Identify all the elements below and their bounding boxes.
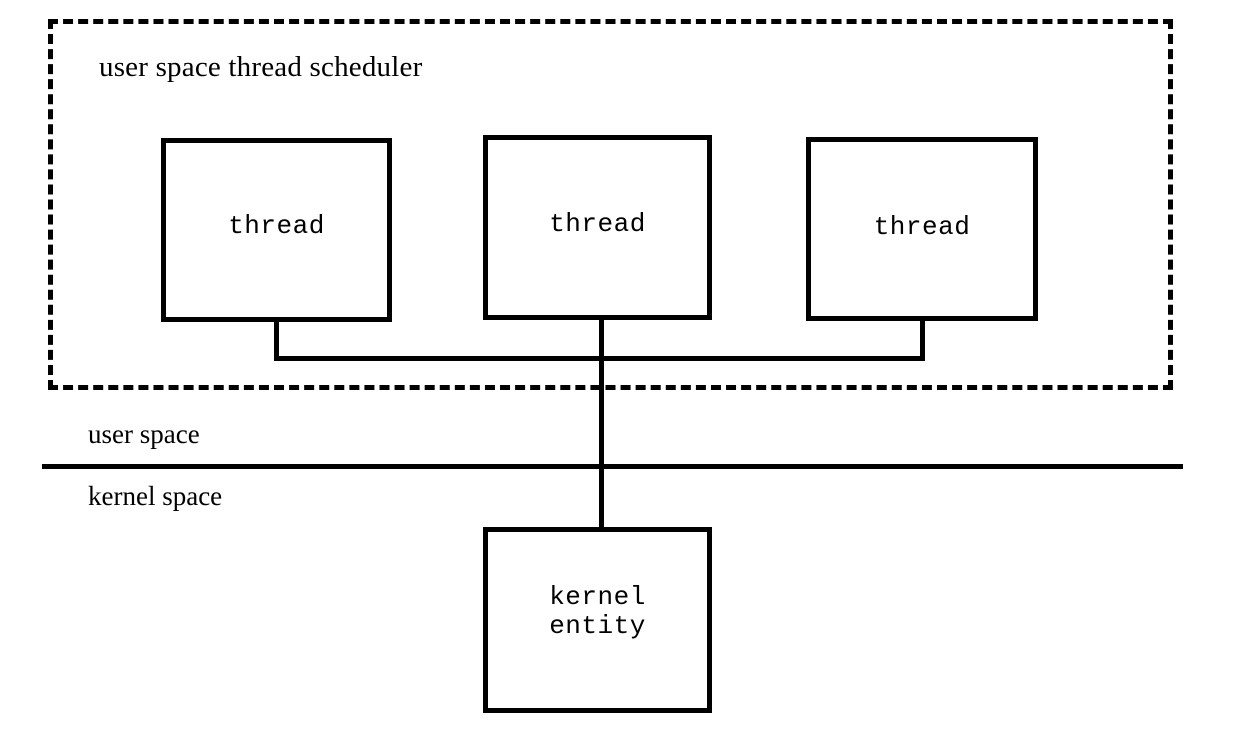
connector-thread-3-stub bbox=[920, 316, 925, 361]
kernel-entity-box: kernel entity bbox=[483, 527, 712, 713]
thread-box-2-label: thread bbox=[549, 209, 646, 239]
thread-box-1: thread bbox=[161, 138, 392, 322]
thread-box-3-label: thread bbox=[873, 211, 971, 242]
thread-box-1-label: thread bbox=[228, 210, 325, 241]
user-kernel-boundary-line bbox=[42, 464, 1183, 469]
thread-box-2: thread bbox=[483, 135, 712, 320]
connector-scheduler-to-kernel-entity bbox=[599, 318, 604, 530]
scheduler-region-title: user space thread scheduler bbox=[99, 51, 423, 83]
user-space-scheduler-region bbox=[48, 19, 1173, 390]
user-space-label: user space bbox=[88, 419, 200, 449]
connector-thread-1-stub bbox=[274, 318, 279, 361]
kernel-space-label: kernel space bbox=[88, 481, 223, 511]
kernel-entity-box-label: kernel entity bbox=[549, 582, 646, 641]
thread-box-3: thread bbox=[806, 137, 1038, 321]
